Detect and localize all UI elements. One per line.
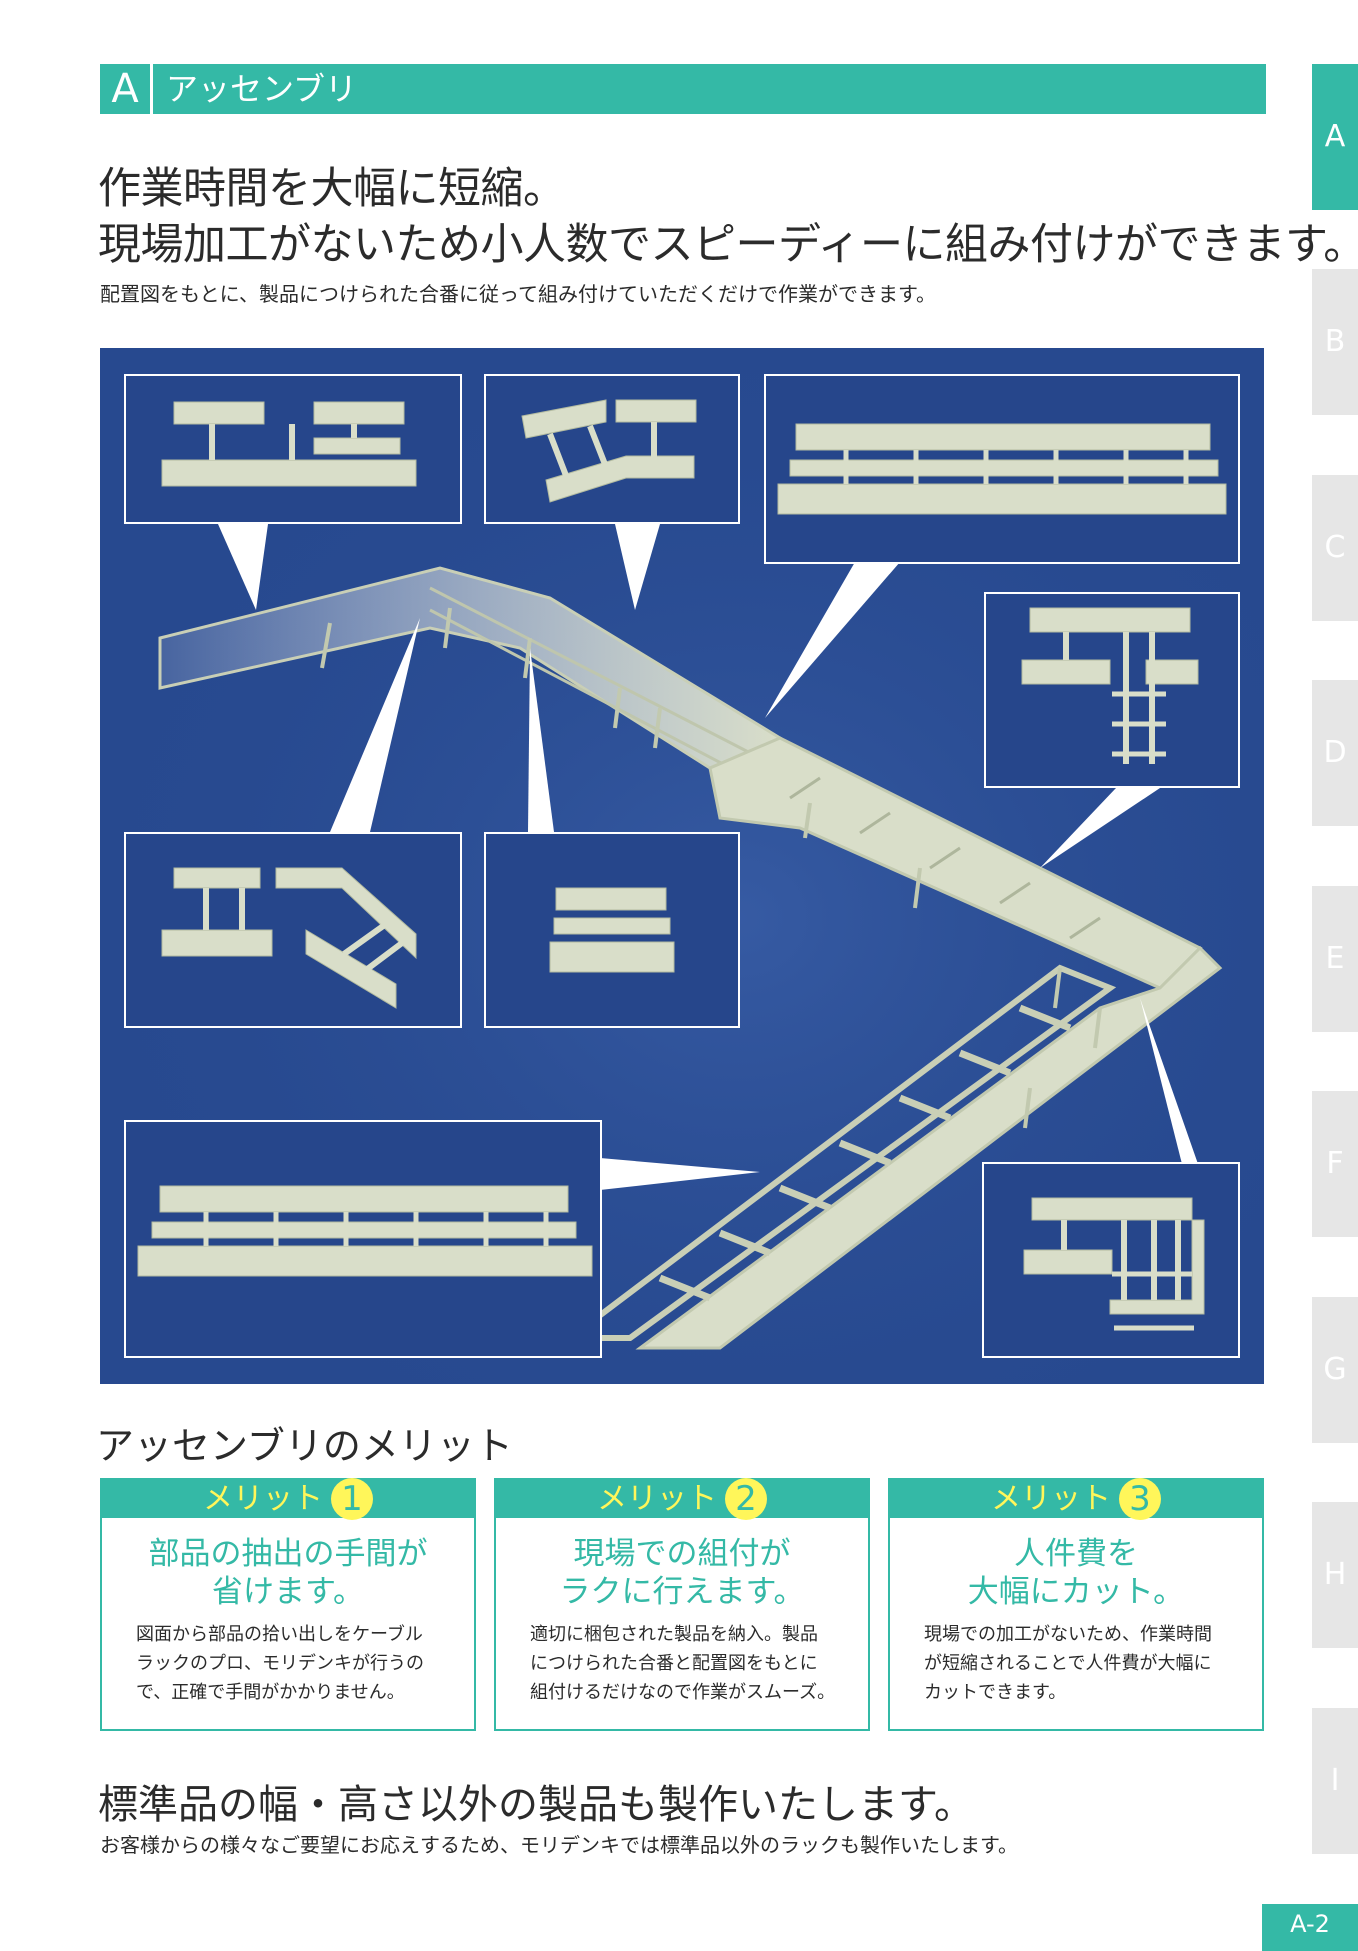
- inset-cross-junction: [984, 592, 1240, 788]
- page-number: A-2: [1262, 1904, 1358, 1951]
- section-letter: A: [111, 66, 139, 112]
- merit-body-line2: が短縮されることで人件費が大幅に: [924, 1653, 1212, 1674]
- assembly-hero-image: [100, 348, 1264, 1384]
- tab-i[interactable]: I: [1312, 1708, 1358, 1854]
- section-header-bar: A アッセンブリ: [100, 64, 1266, 114]
- tab-d[interactable]: D: [1312, 680, 1358, 826]
- merit-lead-line2: 大幅にカット。: [967, 1574, 1185, 1610]
- tab-c[interactable]: C: [1312, 475, 1358, 621]
- merit-number-badge: 2: [725, 1478, 767, 1520]
- custom-products-sub: お客様からの様々なご要望にお応えするため、モリデンキでは標準品以外のラックも製作…: [100, 1833, 1018, 1857]
- merit-body-line1: 現場での加工がないため、作業時間: [924, 1624, 1212, 1645]
- merit-label: メリット: [991, 1481, 1111, 1517]
- inset-corner-with-riser: [124, 832, 462, 1028]
- inset-vertical-bend: [484, 374, 740, 524]
- merit-lead-line1: 人件費を: [1014, 1536, 1138, 1572]
- merits-title: アッセンブリのメリット: [96, 1424, 513, 1468]
- section-divider: [150, 64, 153, 114]
- tab-h[interactable]: H: [1312, 1502, 1358, 1648]
- merit-lead-line1: 現場での組付が: [573, 1536, 791, 1572]
- inset-straight-section-1: [764, 374, 1240, 564]
- merit-body-line1: 適切に梱包された製品を納入。製品: [530, 1624, 818, 1645]
- inset-l-junction: [982, 1162, 1240, 1358]
- merit-number-badge: 3: [1119, 1478, 1161, 1520]
- tab-e[interactable]: E: [1312, 886, 1358, 1032]
- merit-lead-line2: 省けます。: [212, 1574, 364, 1610]
- tab-f[interactable]: F: [1312, 1091, 1358, 1237]
- merit-body-line1: 図面から部品の拾い出しをケーブル: [136, 1624, 423, 1645]
- merit-body-line2: につけられた合番と配置図をもとに: [530, 1653, 818, 1674]
- inset-straight-section-2: [124, 1120, 602, 1358]
- merit-lead-line2: ラクに行えます。: [559, 1574, 805, 1610]
- merit-body-line3: 組付けるだけなので作業がスムーズ。: [530, 1682, 836, 1703]
- inset-short-section: [484, 832, 740, 1028]
- merit-label: メリット: [597, 1481, 717, 1517]
- tab-g[interactable]: G: [1312, 1297, 1358, 1443]
- headline-line1: 作業時間を大幅に短縮。: [98, 164, 566, 214]
- headline-sub: 配置図をもとに、製品につけられた合番に従って組み付けていただくだけで作業ができま…: [100, 282, 936, 306]
- merit-lead-line1: 部品の抽出の手間が: [148, 1536, 428, 1572]
- merit-body-line3: で、正確で手間がかかりません。: [136, 1682, 405, 1703]
- tab-b[interactable]: B: [1312, 269, 1358, 415]
- merit-body-line2: ラックのプロ、モリデンキが行うの: [136, 1653, 424, 1674]
- merit-number-badge: 1: [331, 1478, 373, 1520]
- inset-t-junction: [124, 374, 462, 524]
- merit-body-line3: カットできます。: [924, 1682, 1067, 1703]
- headline-line2: 現場加工がないため小人数でスピーディーに組み付けができます。: [98, 220, 1358, 270]
- tab-a[interactable]: A: [1312, 64, 1358, 210]
- section-title: アッセンブリ: [166, 70, 358, 108]
- custom-products-heading: 標準品の幅・高さ以外の製品も製作いたします。: [98, 1782, 974, 1828]
- merit-label: メリット: [203, 1481, 323, 1517]
